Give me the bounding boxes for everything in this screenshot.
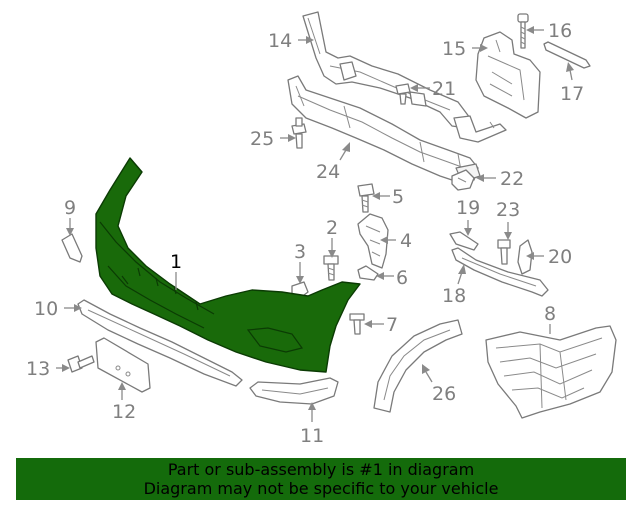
part-23-bolt[interactable]: [497, 239, 511, 265]
part-5-bolt[interactable]: [357, 183, 375, 213]
leader-lines: [56, 26, 574, 422]
banner-line-1: Part or sub-assembly is #1 in diagram: [167, 460, 475, 479]
part-6-clip[interactable]: [357, 265, 379, 281]
callout-11[interactable]: 11: [300, 425, 324, 447]
callout-26[interactable]: 26: [432, 383, 456, 405]
part-2-bolt[interactable]: [323, 255, 339, 281]
part-8-grille[interactable]: [485, 325, 617, 419]
part-19-bracket[interactable]: [449, 231, 479, 251]
part-25-clip[interactable]: [291, 117, 307, 149]
callout-3[interactable]: 3: [294, 241, 306, 263]
callout-labels: 1 2 3 4 5 6 7 8 9 10 11 12 13 14 15 16 1…: [26, 20, 584, 447]
part-7-bolt[interactable]: [349, 313, 365, 335]
callout-23[interactable]: 23: [496, 199, 520, 221]
callout-13[interactable]: 13: [26, 358, 50, 380]
part-17-trim-strip[interactable]: [543, 41, 591, 69]
callout-9[interactable]: 9: [64, 197, 76, 219]
info-banner: Part or sub-assembly is #1 in diagram Di…: [16, 458, 626, 500]
part-26-wheel-liner[interactable]: [373, 319, 463, 413]
callout-19[interactable]: 19: [456, 197, 480, 219]
part-12-plate-bracket[interactable]: [95, 337, 151, 393]
callout-4[interactable]: 4: [400, 230, 412, 252]
callout-14[interactable]: 14: [268, 30, 292, 52]
callout-21[interactable]: 21: [432, 78, 456, 100]
callout-18[interactable]: 18: [442, 285, 466, 307]
parts-diagram: 1 2 3 4 5 6 7 8 9 10 11 12 13 14 15 16 1…: [26, 11, 617, 447]
callout-8[interactable]: 8: [544, 303, 556, 325]
callout-24[interactable]: 24: [316, 161, 340, 183]
part-21-screw[interactable]: [395, 83, 411, 105]
part-9-trim[interactable]: [61, 233, 83, 263]
part-14-upper-carrier[interactable]: [302, 11, 507, 143]
part-1-bumper-cover[interactable]: [95, 157, 361, 373]
part-4-side-bracket[interactable]: [357, 213, 389, 269]
callout-20[interactable]: 20: [548, 246, 572, 268]
callout-12[interactable]: 12: [112, 401, 136, 423]
callout-25[interactable]: 25: [250, 128, 274, 150]
part-11-lower-trim[interactable]: [249, 377, 339, 405]
part-22-bracket[interactable]: [451, 169, 475, 191]
part-18-lower-bar[interactable]: [451, 247, 549, 297]
callout-17[interactable]: 17: [560, 83, 584, 105]
callout-22[interactable]: 22: [500, 168, 524, 190]
callout-16[interactable]: 16: [548, 20, 572, 42]
part-13-screw[interactable]: [67, 355, 95, 373]
callout-7[interactable]: 7: [386, 314, 398, 336]
callout-5[interactable]: 5: [392, 186, 404, 208]
callout-6[interactable]: 6: [396, 267, 408, 289]
part-20-bracket[interactable]: [517, 239, 533, 275]
callout-2[interactable]: 2: [326, 217, 338, 239]
callout-1[interactable]: 1: [170, 251, 182, 273]
part-10-lower-strip[interactable]: [77, 299, 243, 387]
part-16-bolt[interactable]: [517, 13, 529, 49]
callout-10[interactable]: 10: [34, 298, 58, 320]
callout-15[interactable]: 15: [442, 38, 466, 60]
banner-line-2: Diagram may not be specific to your vehi…: [143, 479, 499, 498]
part-15-bracket[interactable]: [475, 31, 541, 119]
